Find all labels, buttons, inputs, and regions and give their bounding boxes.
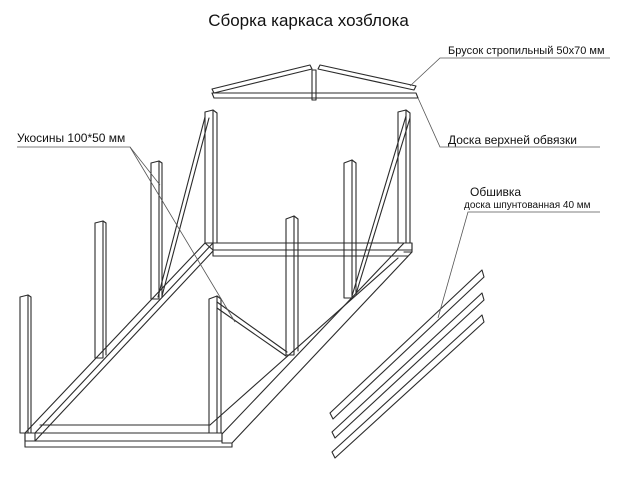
post-left-3 bbox=[150, 160, 163, 300]
sheathing-boards bbox=[329, 269, 485, 459]
diagram-title: Сборка каркаса хозблока bbox=[208, 11, 409, 30]
label-top-plate: Доска верхней обвязки bbox=[448, 133, 577, 147]
post-right-2 bbox=[343, 159, 357, 299]
post-middle bbox=[285, 215, 299, 356]
floor-beam-front bbox=[24, 432, 223, 442]
brace-right-wall bbox=[351, 115, 407, 297]
post-back-right bbox=[397, 109, 411, 244]
floor-beam-left bbox=[24, 242, 214, 434]
top-plate-board bbox=[211, 92, 419, 99]
label-rafter: Брусок стропильный 50х70 мм bbox=[448, 45, 605, 57]
leader-top-plate bbox=[417, 97, 600, 148]
braces bbox=[157, 115, 411, 357]
floor-beam-left-side bbox=[24, 432, 36, 442]
label-sheathing: Обшивка bbox=[470, 185, 522, 199]
label-braces: Укосины 100*50 мм bbox=[17, 131, 126, 145]
leader-braces bbox=[17, 146, 161, 186]
post-left-2 bbox=[94, 220, 107, 359]
rafter-assembly bbox=[211, 64, 419, 101]
rafter-left bbox=[211, 64, 313, 94]
rafter-right bbox=[317, 64, 417, 91]
post-front-right bbox=[208, 295, 222, 434]
brace-left-wall bbox=[157, 116, 206, 298]
floor-beam-back bbox=[204, 242, 413, 251]
floor-frame bbox=[24, 242, 413, 448]
sheathing-board-2 bbox=[331, 292, 485, 439]
leader-rafter bbox=[409, 57, 610, 87]
post-back-left bbox=[204, 109, 218, 244]
brace-front-wall bbox=[216, 301, 288, 353]
post-front-left bbox=[19, 294, 32, 434]
sheathing-board-1 bbox=[329, 269, 485, 420]
sheathing-board-3 bbox=[331, 314, 485, 459]
leader-lines bbox=[17, 57, 610, 323]
posts bbox=[19, 109, 411, 434]
leader-sheathing bbox=[437, 211, 600, 319]
rafter-post bbox=[311, 69, 317, 101]
label-sheathing-detail: доска шпунтованная 40 мм bbox=[464, 200, 591, 211]
